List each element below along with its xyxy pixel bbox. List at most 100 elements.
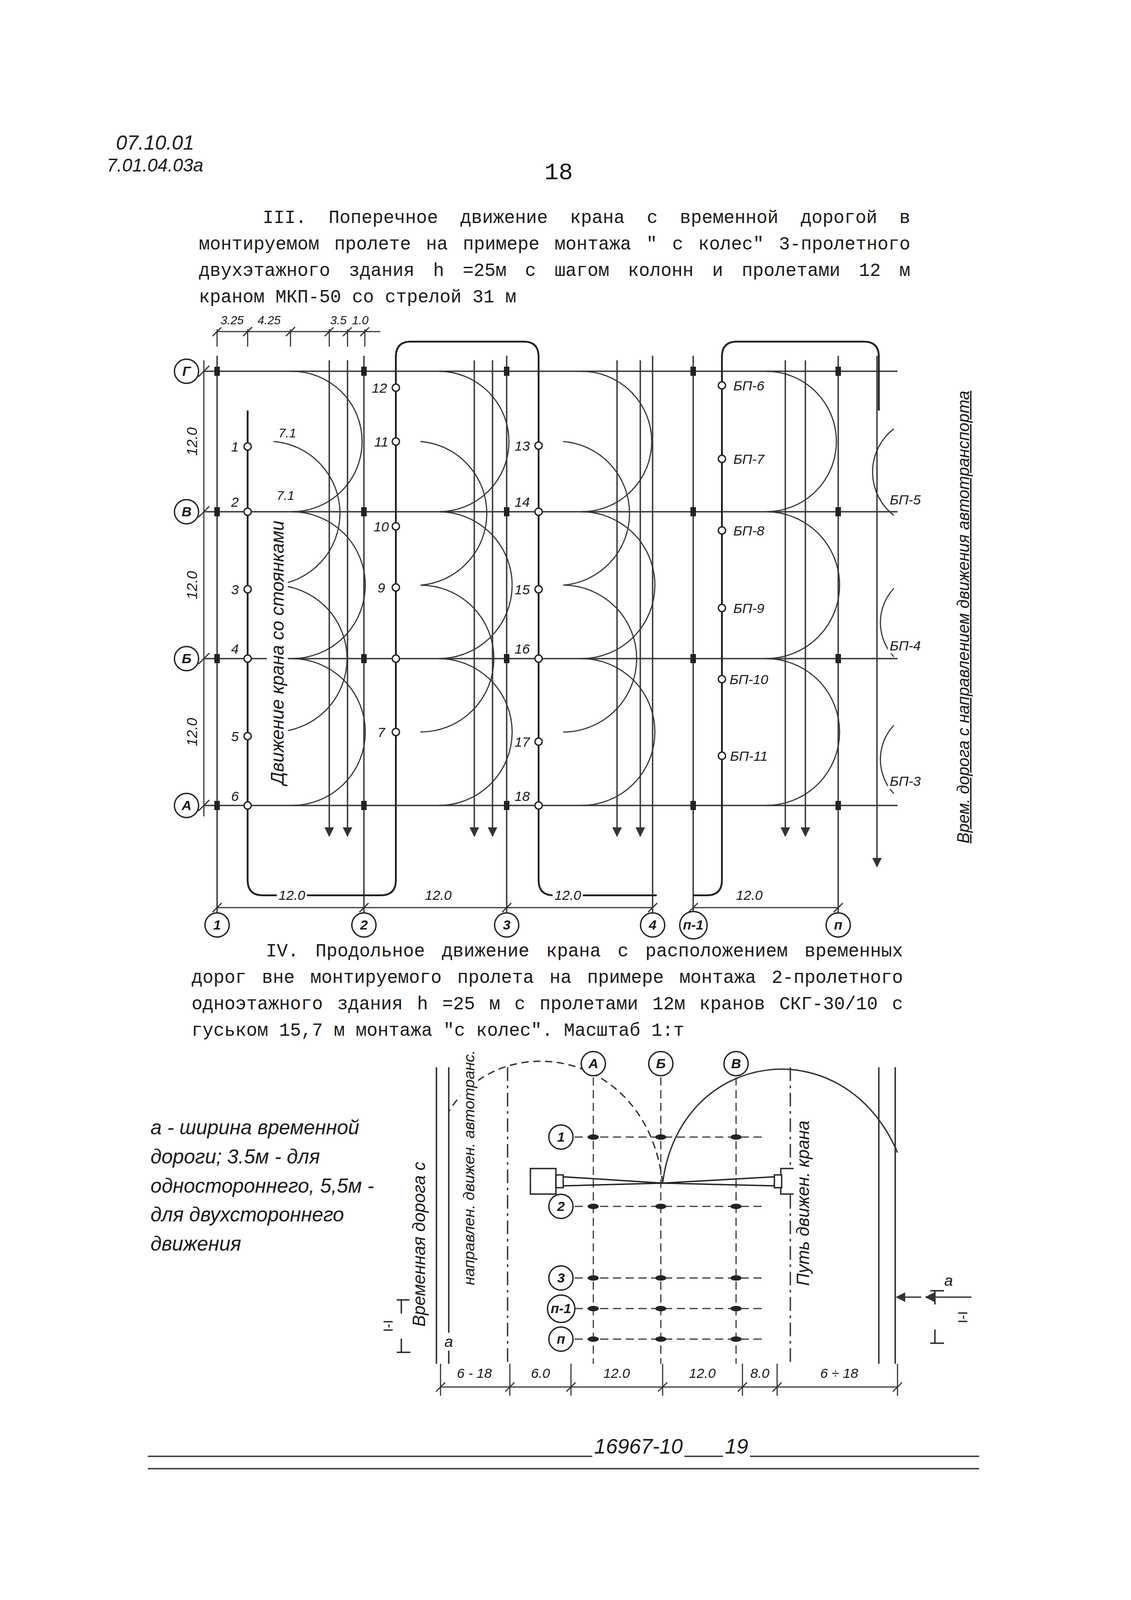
section-marks — [396, 1290, 945, 1353]
slab-mark: БП-4 — [887, 637, 923, 654]
axis-label: В — [181, 504, 192, 519]
section-heading: III. Поперечное движение крана с временн… — [198, 205, 911, 312]
axis-label: В — [731, 1056, 742, 1071]
section-mark: I-I — [954, 1309, 971, 1326]
stop-number: 6 — [229, 788, 241, 805]
dimension: 3.25 — [218, 313, 246, 328]
sheet-number: 16967-10 — [592, 1434, 685, 1459]
axis-label: А — [588, 1056, 599, 1071]
crane-route — [247, 341, 879, 896]
slab-mark: БП-7 — [731, 451, 767, 467]
boom-swing-arcs — [273, 371, 894, 806]
legend-note: а - ширина временной дороги; 3.5м - для … — [150, 1112, 388, 1259]
dimension: 12.0 — [276, 887, 307, 903]
dimension: 12.0 — [601, 1364, 632, 1381]
dimension: 6 - 18 — [455, 1364, 494, 1381]
route-note: Движение крана со стоянками — [266, 518, 288, 787]
dimension-lines — [198, 326, 843, 913]
road-note: Временная дорога с — [409, 1159, 430, 1329]
axis-bubble: В — [723, 1050, 749, 1077]
movement-arrows — [329, 355, 877, 867]
axis-bubble: А — [173, 792, 200, 819]
axis-bubble: 3 — [493, 912, 520, 938]
slab-mark: БП-10 — [727, 671, 771, 688]
temporary-roads — [436, 1067, 896, 1364]
stop-number: 14 — [512, 493, 532, 510]
stop-number: 16 — [512, 640, 532, 657]
stop-number: 3 — [229, 581, 241, 598]
slab-mark: БП-3 — [887, 773, 923, 789]
dimension: a — [942, 1271, 955, 1290]
stop-number: 12 — [369, 379, 389, 396]
crane-stops — [243, 381, 726, 810]
dimension: 7.1 — [274, 488, 297, 504]
axis-bubble: Б — [648, 1050, 674, 1077]
axis-bubble: п — [548, 1326, 574, 1352]
axis-bubble: 2 — [351, 912, 377, 938]
axis-bubble: Г — [173, 358, 200, 384]
crane-booms — [562, 1176, 776, 1186]
dimension: 12.0 — [552, 887, 583, 903]
road-note: Врем. дорога с направлением движения авт… — [954, 389, 974, 846]
axis-label: Б — [181, 651, 192, 666]
road-note: направлен. движен. автотранс. — [460, 1047, 478, 1287]
document-code: 7.01.04.03а — [104, 154, 205, 176]
stop-number: 1 — [229, 438, 241, 455]
dimension: 12.0 — [734, 887, 765, 903]
axis-label: 4 — [648, 918, 657, 932]
axis-label: 2 — [360, 918, 369, 932]
column-marks-2 — [587, 1134, 742, 1342]
axis-label: п — [834, 918, 843, 932]
axis-bubble: 1 — [204, 912, 230, 938]
stop-number: 4 — [229, 640, 241, 657]
axis-bubble: п-1 — [546, 1294, 576, 1323]
axis-label: п-1 — [550, 1301, 572, 1316]
stop-number: 9 — [375, 579, 388, 596]
swing-arc-left — [448, 1061, 663, 1183]
dimension: 1.0 — [350, 313, 371, 328]
axis-label: 1 — [213, 918, 222, 932]
sheet-number: 19 — [722, 1434, 750, 1459]
axis-label: 1 — [557, 1130, 566, 1144]
axis-label: 3 — [503, 918, 511, 932]
section-mark: I-I — [379, 1317, 396, 1334]
width-arrows — [896, 1296, 972, 1298]
dimension: 6 ÷ 18 — [818, 1364, 860, 1381]
crane-symbols — [530, 1168, 807, 1194]
axis-bubble: п — [825, 912, 851, 938]
stop-number: 5 — [229, 728, 241, 745]
slab-mark: БП-11 — [728, 747, 770, 764]
stop-number: 13 — [512, 437, 532, 454]
dimension: 4.25 — [255, 313, 283, 328]
dimension-lines-2 — [435, 1363, 903, 1396]
dimension: а — [442, 1332, 456, 1351]
route-note: Путь движен. крана — [793, 1118, 814, 1288]
grid-axes — [203, 355, 898, 913]
stop-number: 11 — [372, 433, 390, 450]
stop-number: 18 — [512, 788, 532, 805]
stop-number: 7 — [375, 724, 388, 741]
axis-bubble: 2 — [548, 1193, 574, 1220]
slab-mark: БП-6 — [731, 377, 767, 394]
grid-axes-2 — [574, 1077, 767, 1364]
stop-number: 10 — [371, 518, 391, 535]
dimension: 12.0 — [183, 715, 201, 748]
column-marks — [214, 366, 841, 810]
stop-number: 15 — [512, 581, 532, 598]
axis-label: п-1 — [683, 918, 704, 932]
footer-rule — [147, 1456, 980, 1469]
axis-bubble: В — [173, 498, 200, 525]
axis-label: А — [181, 798, 192, 813]
dimension: 6.0 — [529, 1364, 552, 1381]
dimension: 12.0 — [183, 569, 201, 602]
axis-bubble: А — [580, 1050, 607, 1077]
dimension: 3.5 — [328, 313, 349, 328]
section-heading: IV. Продольное движение крана с располож… — [191, 938, 903, 1045]
dimension: 7.1 — [276, 425, 299, 441]
axis-label: п — [556, 1332, 566, 1346]
axis-bubble: Б — [173, 645, 200, 672]
dimension: 12.0 — [687, 1364, 718, 1381]
slab-mark: БП-5 — [887, 491, 923, 508]
dimension: 8.0 — [748, 1364, 772, 1381]
